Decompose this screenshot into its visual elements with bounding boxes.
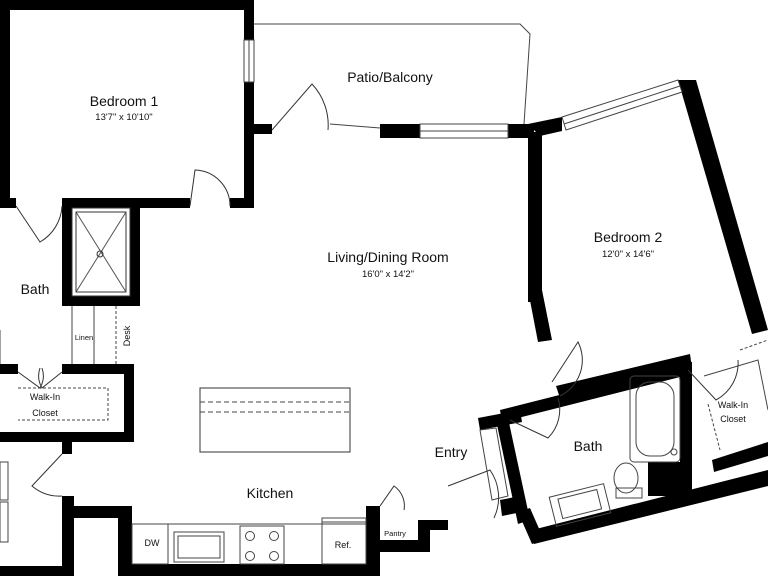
bath-left-name: Bath [21,281,50,297]
pantry-label: Pantry [384,529,406,538]
linen-label: Linen [75,333,93,342]
closet-left-line2: Closet [32,408,58,418]
closet-right-line1: Walk-In [718,400,748,410]
closet-left-line1: Walk-In [30,392,60,402]
living-name: Living/Dining Room [327,249,448,265]
bath-right-name: Bath [574,438,603,454]
bedroom2-name: Bedroom 2 [594,229,663,245]
patio-name: Patio/Balcony [347,69,433,85]
bedroom1-dims: 13'7" x 10'10" [95,112,152,123]
bedroom1-name: Bedroom 1 [90,93,159,109]
door-swings [15,83,739,519]
bedroom2-dims: 12'0" x 14'6" [602,249,654,260]
desk-label: Desk [122,325,132,346]
entry-name: Entry [435,444,468,460]
living-dims: 16'0" x 14'2" [362,269,414,280]
dw-label: DW [145,538,160,548]
ref-label: Ref. [335,540,352,550]
room-labels: Bedroom 1 13'7" x 10'10" Patio/Balcony L… [21,69,748,550]
kitchen-name: Kitchen [247,485,294,501]
closet-right-line2: Closet [720,414,746,424]
fixtures [0,23,768,565]
